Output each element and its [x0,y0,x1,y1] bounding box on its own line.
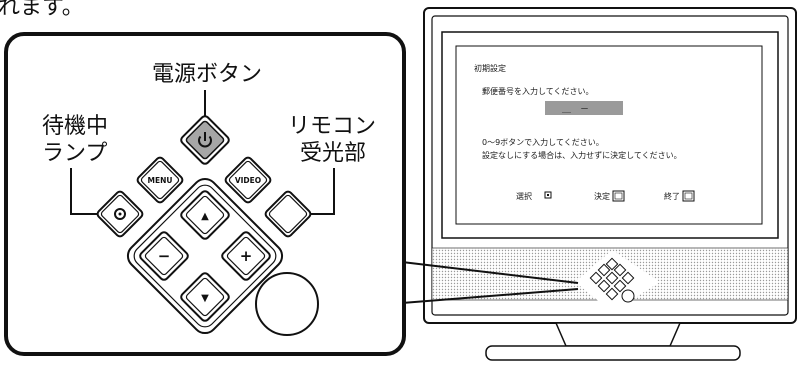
osd-decide-icon-inner [614,192,623,200]
tv-stand-base [485,345,741,361]
direction-pad-frame [126,177,284,335]
osd-exit-icon [682,190,695,202]
video-button[interactable] [224,156,272,204]
minus-button[interactable] [139,231,190,282]
osd-footer-exit: 終了 [664,191,680,201]
standby-lamp-label-line2: ランプ [42,141,107,166]
up-arrow-icon: ▲ [201,211,209,222]
remote-sensor-label-line1: リモコン [288,114,376,139]
minus-icon: − [158,247,171,265]
power-icon [198,132,212,148]
tv-monitor: 初期設定 郵便番号を入力してください。 ＿ － 0～9ボタンで入力してください。… [423,7,797,361]
osd-title: 初期設定 [474,63,506,73]
osd-instruction-line2: 設定なしにする場合は、入力せずに決定してください。 [482,150,682,160]
plus-icon: + [240,247,253,265]
tv-inner-bezel [431,15,789,316]
osd-exit-icon-inner [684,192,693,200]
osd-footer-decide: 決定 [594,191,610,201]
video-button-label: VIDEO [235,176,261,185]
menu-button[interactable] [136,156,184,204]
power-button-label: 電源ボタン [152,62,262,87]
osd-select-icon [544,191,552,199]
osd-input-box [545,101,623,115]
osd-select-icon-dot [547,194,549,196]
mini-control-panel [575,250,660,312]
standby-lamp-label-line1: 待機中 [42,114,108,139]
osd-decide-icon [612,190,625,202]
up-button[interactable] [180,190,231,241]
plus-button[interactable] [221,231,272,282]
remote-sensor-label-line2: 受光部 [300,141,366,166]
osd-input-value: ＿ － [562,105,589,115]
down-arrow-icon: ▼ [201,293,209,304]
leader-lines [70,90,335,215]
down-button[interactable] [180,272,231,323]
tv-screen [455,45,763,225]
standby-lamp-indicator-dot [118,212,122,216]
enlarged-control-panel: 電源ボタン 待機中 ランプ リモコン 受光部 MENU [4,32,406,356]
tv-stand-neck [554,322,682,347]
remote-sensor [264,190,312,238]
mini-controls [589,257,635,303]
osd-footer-select: 選択 [516,191,532,201]
osd-instruction-line1: 0～9ボタンで入力してください。 [482,137,604,147]
callout-connector [401,261,579,304]
osd-prompt: 郵便番号を入力してください。 [482,86,594,96]
page-top-text: れます。 [0,0,84,20]
menu-button-label: MENU [148,176,173,185]
circle-button[interactable] [255,272,319,336]
